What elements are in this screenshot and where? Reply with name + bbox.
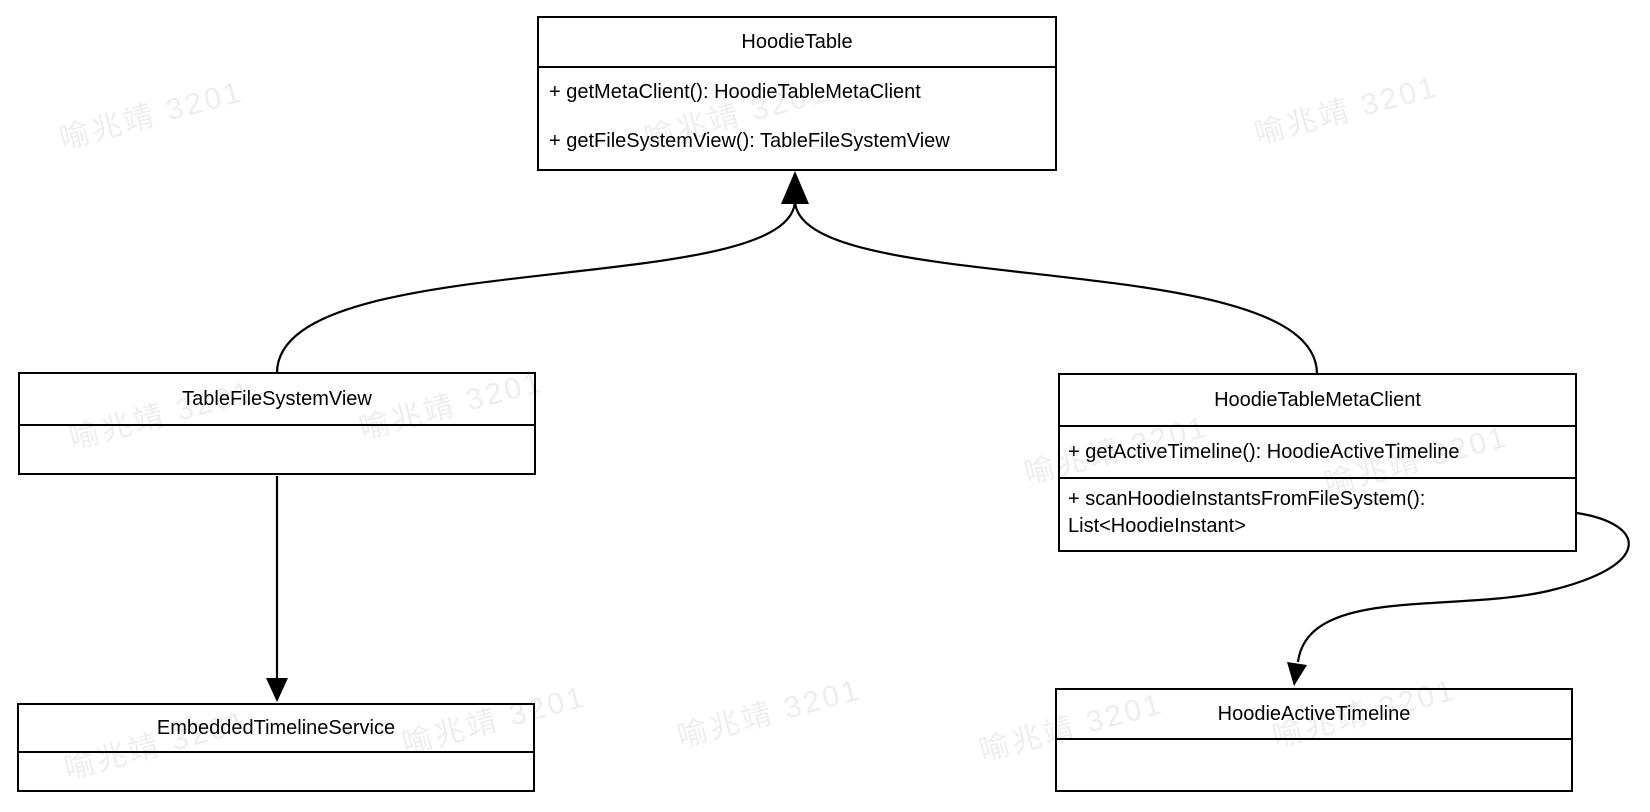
class-method: + getFileSystemView(): TableFileSystemVi…	[549, 130, 950, 152]
class-title: HoodieTableMetaClient	[1060, 375, 1575, 427]
watermark-text: 喻兆靖 3201	[1250, 70, 1443, 152]
class-title: HoodieTable	[539, 18, 1055, 68]
class-method: + scanHoodieInstantsFromFileSystem(): Li…	[1068, 488, 1426, 537]
watermark-text: 喻兆靖 3201	[673, 673, 866, 755]
class-title: TableFileSystemView	[20, 374, 534, 426]
class-method: + getMetaClient(): HoodieTableMetaClient	[549, 81, 921, 103]
class-box-embeddedtimelineservice: EmbeddedTimelineService	[17, 703, 535, 792]
arrowhead-down-left-icon	[1287, 662, 1307, 686]
relation-hoodietablemetaclient-to-hoodietable	[793, 199, 1319, 375]
class-box-hoodietablemetaclient: HoodieTableMetaClient + getActiveTimelin…	[1058, 373, 1577, 552]
watermark-text: 喻兆靖 3201	[55, 75, 248, 157]
class-box-hoodietable: HoodieTable + getMetaClient(): HoodieTab…	[537, 16, 1057, 171]
arrowhead-down-icon	[266, 678, 288, 702]
arrowhead-up-icon	[781, 171, 809, 204]
relation-tablefilesystemview-to-hoodietable	[275, 199, 797, 374]
class-title: EmbeddedTimelineService	[19, 705, 533, 753]
class-box-hoodieactivetimeline: HoodieActiveTimeline	[1055, 688, 1573, 792]
class-method: + getActiveTimeline(): HoodieActiveTimel…	[1060, 427, 1575, 479]
class-title: HoodieActiveTimeline	[1057, 690, 1571, 740]
class-box-tablefilesystemview: TableFileSystemView	[18, 372, 536, 475]
class-methods-compartment: + getMetaClient(): HoodieTableMetaClient…	[539, 68, 1055, 153]
